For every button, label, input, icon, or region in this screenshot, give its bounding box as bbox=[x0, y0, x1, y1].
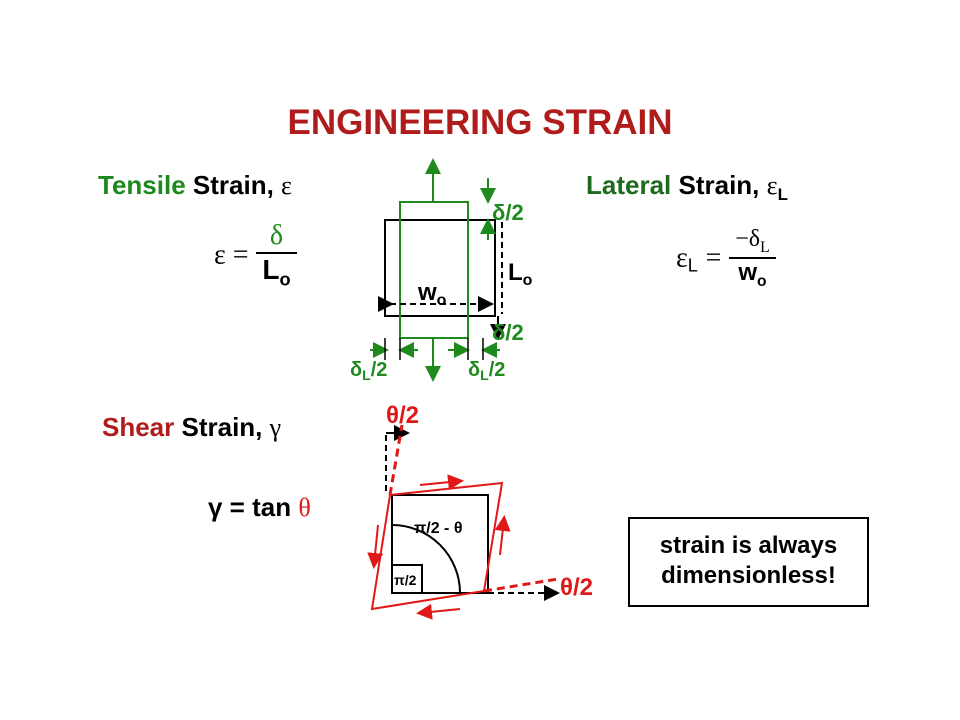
rotated-horizontal-edge bbox=[483, 577, 559, 593]
shear-symbol: γ bbox=[269, 413, 282, 442]
top-delta-label: δ/2 bbox=[492, 200, 524, 225]
lateral-eq-left-sub: L bbox=[687, 255, 698, 276]
tensile-diagram: δ/2 Lo δ/2 wo δL/2 δL/2 bbox=[350, 158, 533, 383]
theta-right-label: θ/2 bbox=[560, 574, 593, 601]
lat-right-letter: δ bbox=[468, 359, 480, 381]
lateral-right-label: δL/2 bbox=[468, 359, 505, 383]
lateral-left-label: δL/2 bbox=[350, 359, 387, 383]
lateral-word: Lateral bbox=[586, 170, 672, 200]
lateral-symbol: ε bbox=[766, 171, 778, 200]
lateral-den-letter: w bbox=[738, 258, 757, 286]
tensile-symbol: ε bbox=[281, 171, 292, 200]
tensile-numerator: δ bbox=[256, 220, 297, 254]
page-title: ENGINEERING STRAIN bbox=[287, 103, 673, 142]
shear-rest: Strain, bbox=[181, 412, 270, 442]
lat-right-tail: /2 bbox=[489, 359, 506, 381]
shear-arrow-right bbox=[494, 515, 511, 556]
width-label: wo bbox=[417, 279, 447, 309]
theta-top-label: θ/2 bbox=[386, 402, 419, 429]
original-specimen bbox=[384, 219, 496, 317]
lateral-rest: Strain, bbox=[678, 170, 767, 200]
lat-right-sub: L bbox=[480, 367, 489, 383]
lateral-num-text: −δ bbox=[735, 226, 761, 252]
shear-word: Shear bbox=[102, 412, 175, 442]
lateral-fraction: −δL wo bbox=[729, 226, 776, 291]
lat-left-letter: δ bbox=[350, 359, 362, 381]
lateral-symbol-sub: L bbox=[777, 185, 788, 205]
tensile-strain-label: Tensile Strain, ε bbox=[98, 170, 292, 201]
tensile-denominator: Lo bbox=[256, 254, 296, 291]
tensile-word: Tensile bbox=[98, 170, 186, 200]
tensile-rest: Strain, bbox=[192, 170, 282, 200]
tensile-fraction: δ Lo bbox=[256, 220, 297, 291]
shear-equation: γ = tan θ bbox=[208, 492, 311, 523]
length-label: Lo bbox=[508, 259, 533, 289]
lateral-eq-sign: = bbox=[705, 242, 722, 274]
lat-left-tail: /2 bbox=[371, 359, 388, 381]
lateral-strain-label: Lateral Strain, εL bbox=[586, 170, 788, 205]
lateral-eq-left: ε bbox=[676, 242, 688, 274]
width-letter: w bbox=[417, 279, 437, 306]
length-sub: o bbox=[523, 272, 533, 289]
right-angle-box bbox=[391, 564, 423, 594]
right-angle-label: π/2 bbox=[394, 572, 417, 588]
deformed-specimen bbox=[399, 201, 469, 339]
rotated-vertical-edge bbox=[388, 424, 404, 496]
lateral-den-sub: o bbox=[757, 272, 767, 290]
angle-arc bbox=[391, 524, 461, 594]
tensile-equation: ε = δ Lo bbox=[214, 220, 297, 291]
tensile-den-sub: o bbox=[279, 269, 291, 290]
shear-diagram: π/2 - θ π/2 θ/2 θ/2 bbox=[367, 402, 593, 620]
lateral-num-sub: L bbox=[760, 238, 770, 256]
shear-eq-text: γ = tan bbox=[208, 492, 299, 522]
width-label-bg bbox=[416, 278, 462, 302]
shear-theta: θ bbox=[298, 493, 311, 522]
inner-angle-label: π/2 - θ bbox=[414, 520, 462, 537]
lat-left-sub: L bbox=[362, 367, 371, 383]
lateral-equation: εL = −δL wo bbox=[676, 226, 776, 291]
lateral-denominator: wo bbox=[729, 259, 775, 291]
shear-strain-label: Shear Strain, γ bbox=[102, 412, 281, 443]
note-line-2: dimensionless! bbox=[661, 562, 836, 589]
length-letter: L bbox=[508, 259, 523, 286]
shear-arrow-left bbox=[367, 524, 384, 569]
tensile-eq-left: ε = bbox=[214, 239, 249, 271]
width-sub: o bbox=[437, 292, 447, 309]
shear-arrow-bottom bbox=[416, 603, 461, 620]
note-box: strain is always dimensionless! bbox=[628, 517, 869, 607]
shear-arrow-top bbox=[419, 474, 464, 491]
lateral-numerator: −δL bbox=[729, 226, 776, 259]
bottom-delta-label: δ/2 bbox=[492, 320, 524, 345]
tensile-den-letter: L bbox=[262, 254, 280, 285]
note-line-1: strain is always bbox=[659, 532, 838, 559]
shear-original-square bbox=[391, 494, 489, 594]
